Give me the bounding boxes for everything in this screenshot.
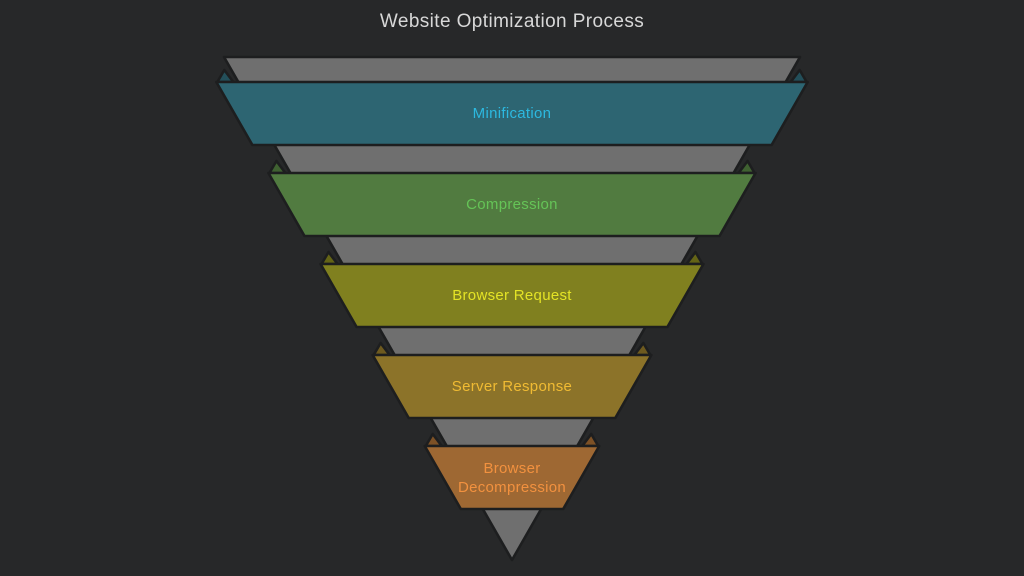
- ribbon-fold-right: [685, 250, 704, 266]
- ribbon-fold-right: [789, 68, 808, 84]
- ribbon-fold-left: [424, 432, 444, 448]
- funnel-stage-shape: [319, 262, 705, 329]
- ribbon-fold-right: [580, 432, 600, 448]
- ribbon-fold-right: [633, 341, 652, 357]
- funnel-stage-shape: [371, 353, 653, 420]
- funnel-stage-shape: [267, 171, 757, 238]
- funnel-stage-shape: [423, 444, 601, 511]
- ribbon-fold-left: [216, 68, 235, 84]
- diagram-title: Website Optimization Process: [379, 11, 645, 32]
- ribbon-fold-left: [268, 159, 287, 175]
- ribbon-fold-right: [737, 159, 756, 175]
- funnel-stage-shape: [215, 80, 809, 147]
- ribbon-fold-left: [372, 341, 391, 357]
- ribbon-fold-left: [320, 250, 339, 266]
